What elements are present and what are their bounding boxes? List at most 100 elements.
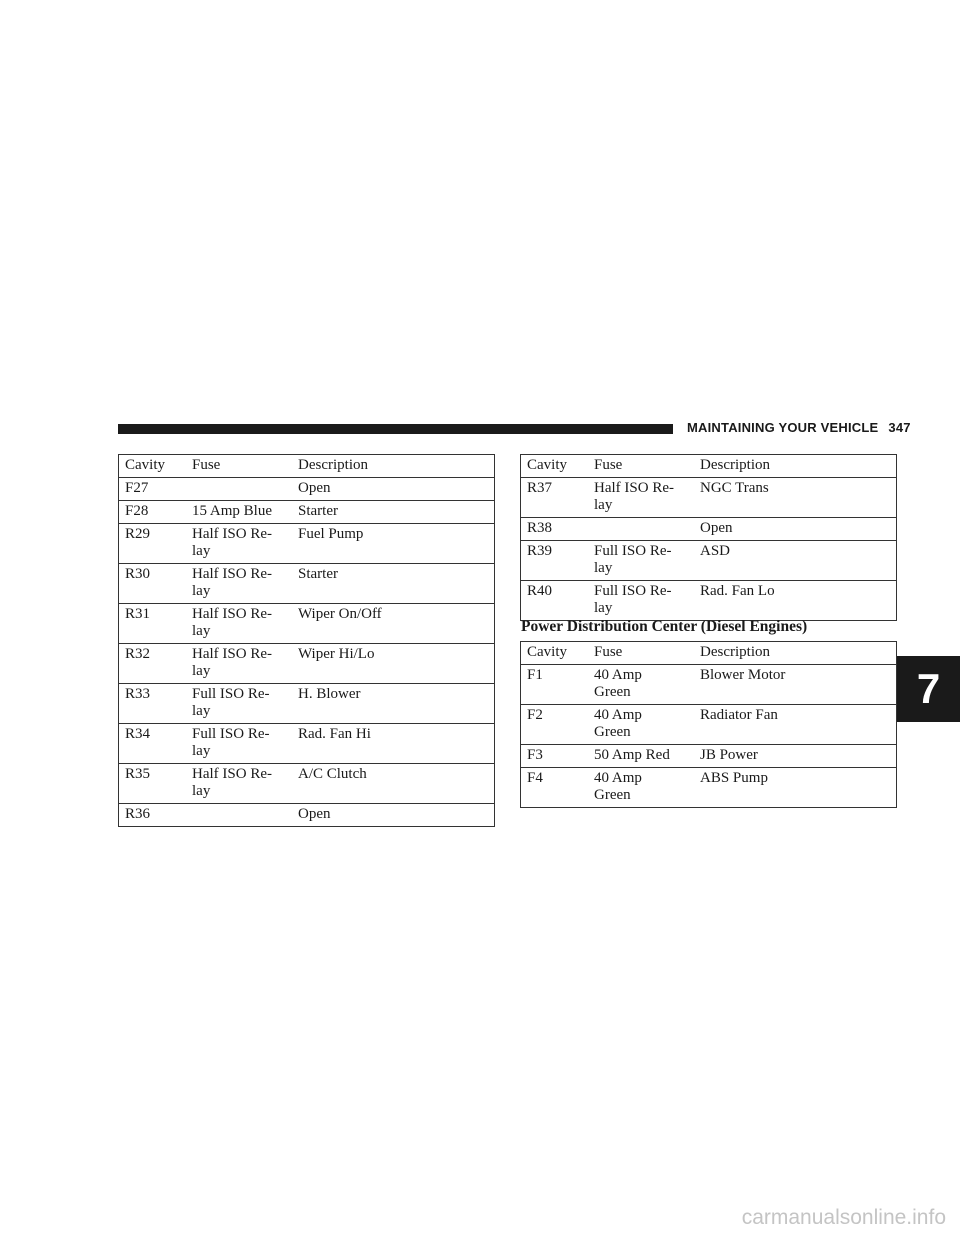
description-cell: NGC Trans — [700, 477, 897, 518]
column-header-fuse: Fuse — [588, 641, 700, 665]
fuse-cell: Full ISO Re-lay — [186, 723, 298, 764]
fuse-text-line-2: lay — [192, 783, 211, 799]
fuse-text-line-2: Green — [594, 787, 631, 803]
fuse-text-line-1: Full ISO Re- — [594, 543, 672, 559]
fuse-text-line-1: Half ISO Re- — [192, 766, 272, 782]
description-cell: ABS Pump — [700, 767, 897, 808]
cavity-cell: R36 — [118, 803, 186, 827]
fuse-cell: Full ISO Re-lay — [588, 580, 700, 621]
cavity-cell: F4 — [520, 767, 588, 808]
description-cell: Radiator Fan — [700, 704, 897, 745]
chapter-title: MAINTAINING YOUR VEHICLE — [687, 420, 879, 435]
column-header-description: Description — [298, 454, 495, 478]
fuse-cell: Half ISO Re-lay — [588, 477, 700, 518]
description-cell: Rad. Fan Lo — [700, 580, 897, 621]
fuse-text-line-2: lay — [192, 583, 211, 599]
running-header: MAINTAINING YOUR VEHICLE 347 — [687, 420, 911, 435]
fuse-text-line-1: 40 Amp — [594, 707, 642, 723]
fuse-text-line-2: lay — [192, 543, 211, 559]
fuse-cell: Half ISO Re-lay — [186, 763, 298, 804]
column-header-cavity: Cavity — [118, 454, 186, 478]
chapter-tab[interactable]: 7 — [897, 656, 960, 722]
description-cell: Rad. Fan Hi — [298, 723, 495, 764]
table-header-row: Cavity Fuse Description — [520, 641, 897, 665]
cavity-cell: R33 — [118, 683, 186, 724]
cavity-cell: F28 — [118, 500, 186, 524]
fuse-text-line-2: lay — [192, 743, 211, 759]
table-header-row: Cavity Fuse Description — [118, 454, 495, 478]
fuse-cell: Full ISO Re-lay — [588, 540, 700, 581]
fuse-cell: 15 Amp Blue — [186, 500, 298, 524]
column-header-description: Description — [700, 454, 897, 478]
cavity-cell: R34 — [118, 723, 186, 764]
table-row: F28 15 Amp Blue Starter — [118, 500, 495, 524]
fuse-text-line-1: 50 Amp Red — [594, 747, 670, 763]
table-header-row: Cavity Fuse Description — [520, 454, 897, 478]
fuse-cell — [588, 517, 700, 541]
description-cell: Starter — [298, 563, 495, 604]
fuse-cell: Half ISO Re-lay — [186, 643, 298, 684]
description-cell: ASD — [700, 540, 897, 581]
column-header-fuse: Fuse — [588, 454, 700, 478]
fuse-text-line-2: lay — [192, 623, 211, 639]
column-header-cavity: Cavity — [520, 454, 588, 478]
fuse-cell: Half ISO Re-lay — [186, 563, 298, 604]
cavity-cell: R39 — [520, 540, 588, 581]
fuse-text-line-2: lay — [192, 663, 211, 679]
fuse-cell — [186, 477, 298, 501]
fuse-text-line-1: Full ISO Re- — [594, 583, 672, 599]
cavity-cell: R35 — [118, 763, 186, 804]
fuse-text-line-1: Half ISO Re- — [192, 606, 272, 622]
fuse-text-line-2: lay — [594, 600, 613, 616]
table-row: R36 Open — [118, 803, 495, 827]
description-cell: Starter — [298, 500, 495, 524]
cavity-cell: R32 — [118, 643, 186, 684]
description-cell: Blower Motor — [700, 664, 897, 705]
description-cell: Wiper On/Off — [298, 603, 495, 644]
column-header-cavity: Cavity — [520, 641, 588, 665]
cavity-cell: R30 — [118, 563, 186, 604]
column-header-description: Description — [700, 641, 897, 665]
cavity-cell: R37 — [520, 477, 588, 518]
fuse-text-line-1: 40 Amp — [594, 770, 642, 786]
table-row: R31 Half ISO Re-lay Wiper On/Off — [118, 603, 495, 644]
fuse-text-line-1: 15 Amp Blue — [192, 503, 273, 519]
fuse-cell: Full ISO Re-lay — [186, 683, 298, 724]
fuse-text-line-1: 40 Amp — [594, 667, 642, 683]
page-number: 347 — [888, 420, 911, 435]
description-cell: Wiper Hi/Lo — [298, 643, 495, 684]
cavity-cell: F1 — [520, 664, 588, 705]
cavity-cell: R31 — [118, 603, 186, 644]
cavity-cell: F2 — [520, 704, 588, 745]
description-cell: Open — [298, 803, 495, 827]
fuse-text-line-2: lay — [192, 703, 211, 719]
column-header-fuse: Fuse — [186, 454, 298, 478]
fuse-text-line-1: Half ISO Re- — [192, 566, 272, 582]
description-cell: Open — [298, 477, 495, 501]
fuse-cell: 50 Amp Red — [588, 744, 700, 768]
description-cell: A/C Clutch — [298, 763, 495, 804]
description-cell: Open — [700, 517, 897, 541]
fuse-text-line-2: lay — [594, 560, 613, 576]
description-cell: JB Power — [700, 744, 897, 768]
fuse-text-line-2: lay — [594, 497, 613, 513]
fuse-text-line-1: Full ISO Re- — [192, 726, 270, 742]
fuse-cell: Half ISO Re-lay — [186, 523, 298, 564]
description-cell: H. Blower — [298, 683, 495, 724]
